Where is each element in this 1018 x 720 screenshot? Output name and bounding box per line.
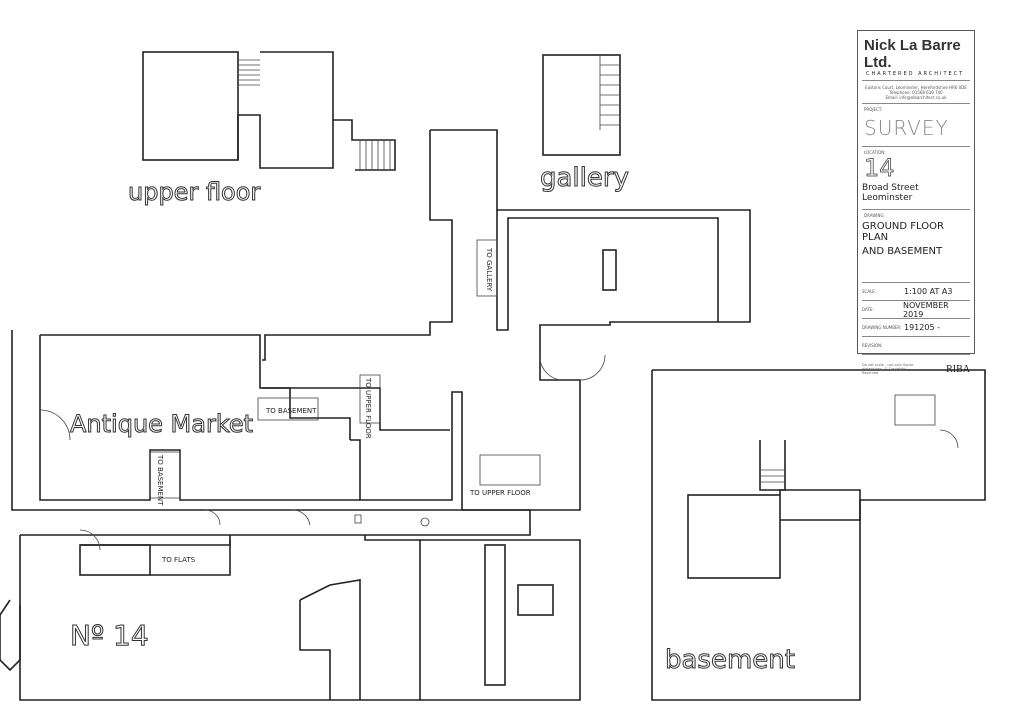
drawing-title-1: GROUND FLOOR PLAN	[862, 221, 944, 243]
drawing-number-value: 191205 -	[904, 323, 940, 332]
upper-floor-label: upper floor	[128, 178, 260, 206]
to-upper-floor-label: TO UPPER FLOOR	[364, 377, 372, 439]
scale-value: 1:100 AT A3	[904, 287, 953, 296]
gallery-label: gallery	[540, 163, 629, 193]
date-label: DATE:	[862, 307, 874, 312]
basement-label: basement	[665, 645, 795, 675]
firm-telephone: Telephone: 01568 619 740	[889, 90, 943, 95]
to-gallery-label: TO GALLERY	[485, 247, 493, 292]
to-upper-floor-label-2: TO UPPER FLOOR	[469, 489, 531, 497]
scale-label: SCALE:	[862, 289, 877, 294]
riba-logo: RIBA	[946, 363, 970, 375]
firm-email: Email: info@nlbarchitect.co.uk	[885, 95, 947, 100]
drawing-number-label: DRAWING NUMBER:	[862, 325, 902, 330]
upper-floor-plan	[142, 51, 396, 171]
date-value: NOVEMBER 2019	[903, 300, 949, 319]
ground-floor-plan	[0, 129, 751, 701]
to-flats-label: TO FLATS	[161, 556, 196, 564]
title-block: Nick La Barre Ltd. CHARTERED ARCHITECT E…	[857, 30, 975, 375]
revision-label: REVISION:	[862, 343, 883, 348]
firm-subtitle: CHARTERED ARCHITECT	[866, 71, 965, 77]
project-label: PROJECT:	[864, 107, 883, 112]
basement-plan	[651, 369, 986, 701]
to-basement-label-2: TO BASEMENT	[156, 454, 164, 506]
to-basement-label: TO BASEMENT	[265, 407, 317, 415]
drawing-label: DRAWING:	[864, 213, 885, 218]
antique-market-label: Antique Market	[70, 410, 253, 438]
project-value: SURVEY	[864, 116, 949, 140]
location-street: Broad Street Leominster	[862, 183, 919, 203]
no14-label: Nº 14	[70, 619, 149, 652]
firm-address: Eastons Court, Leominster, Herefordshire…	[865, 85, 967, 90]
location-label: LOCATION:	[864, 150, 886, 155]
disclaimer: Do not scale - use only figure dimension…	[862, 363, 914, 375]
drawing-title-2: AND BASEMENT	[862, 246, 943, 257]
gallery-plan	[542, 54, 621, 156]
firm-name: Nick La Barre Ltd.	[864, 37, 961, 71]
location-number: 14	[864, 154, 895, 182]
